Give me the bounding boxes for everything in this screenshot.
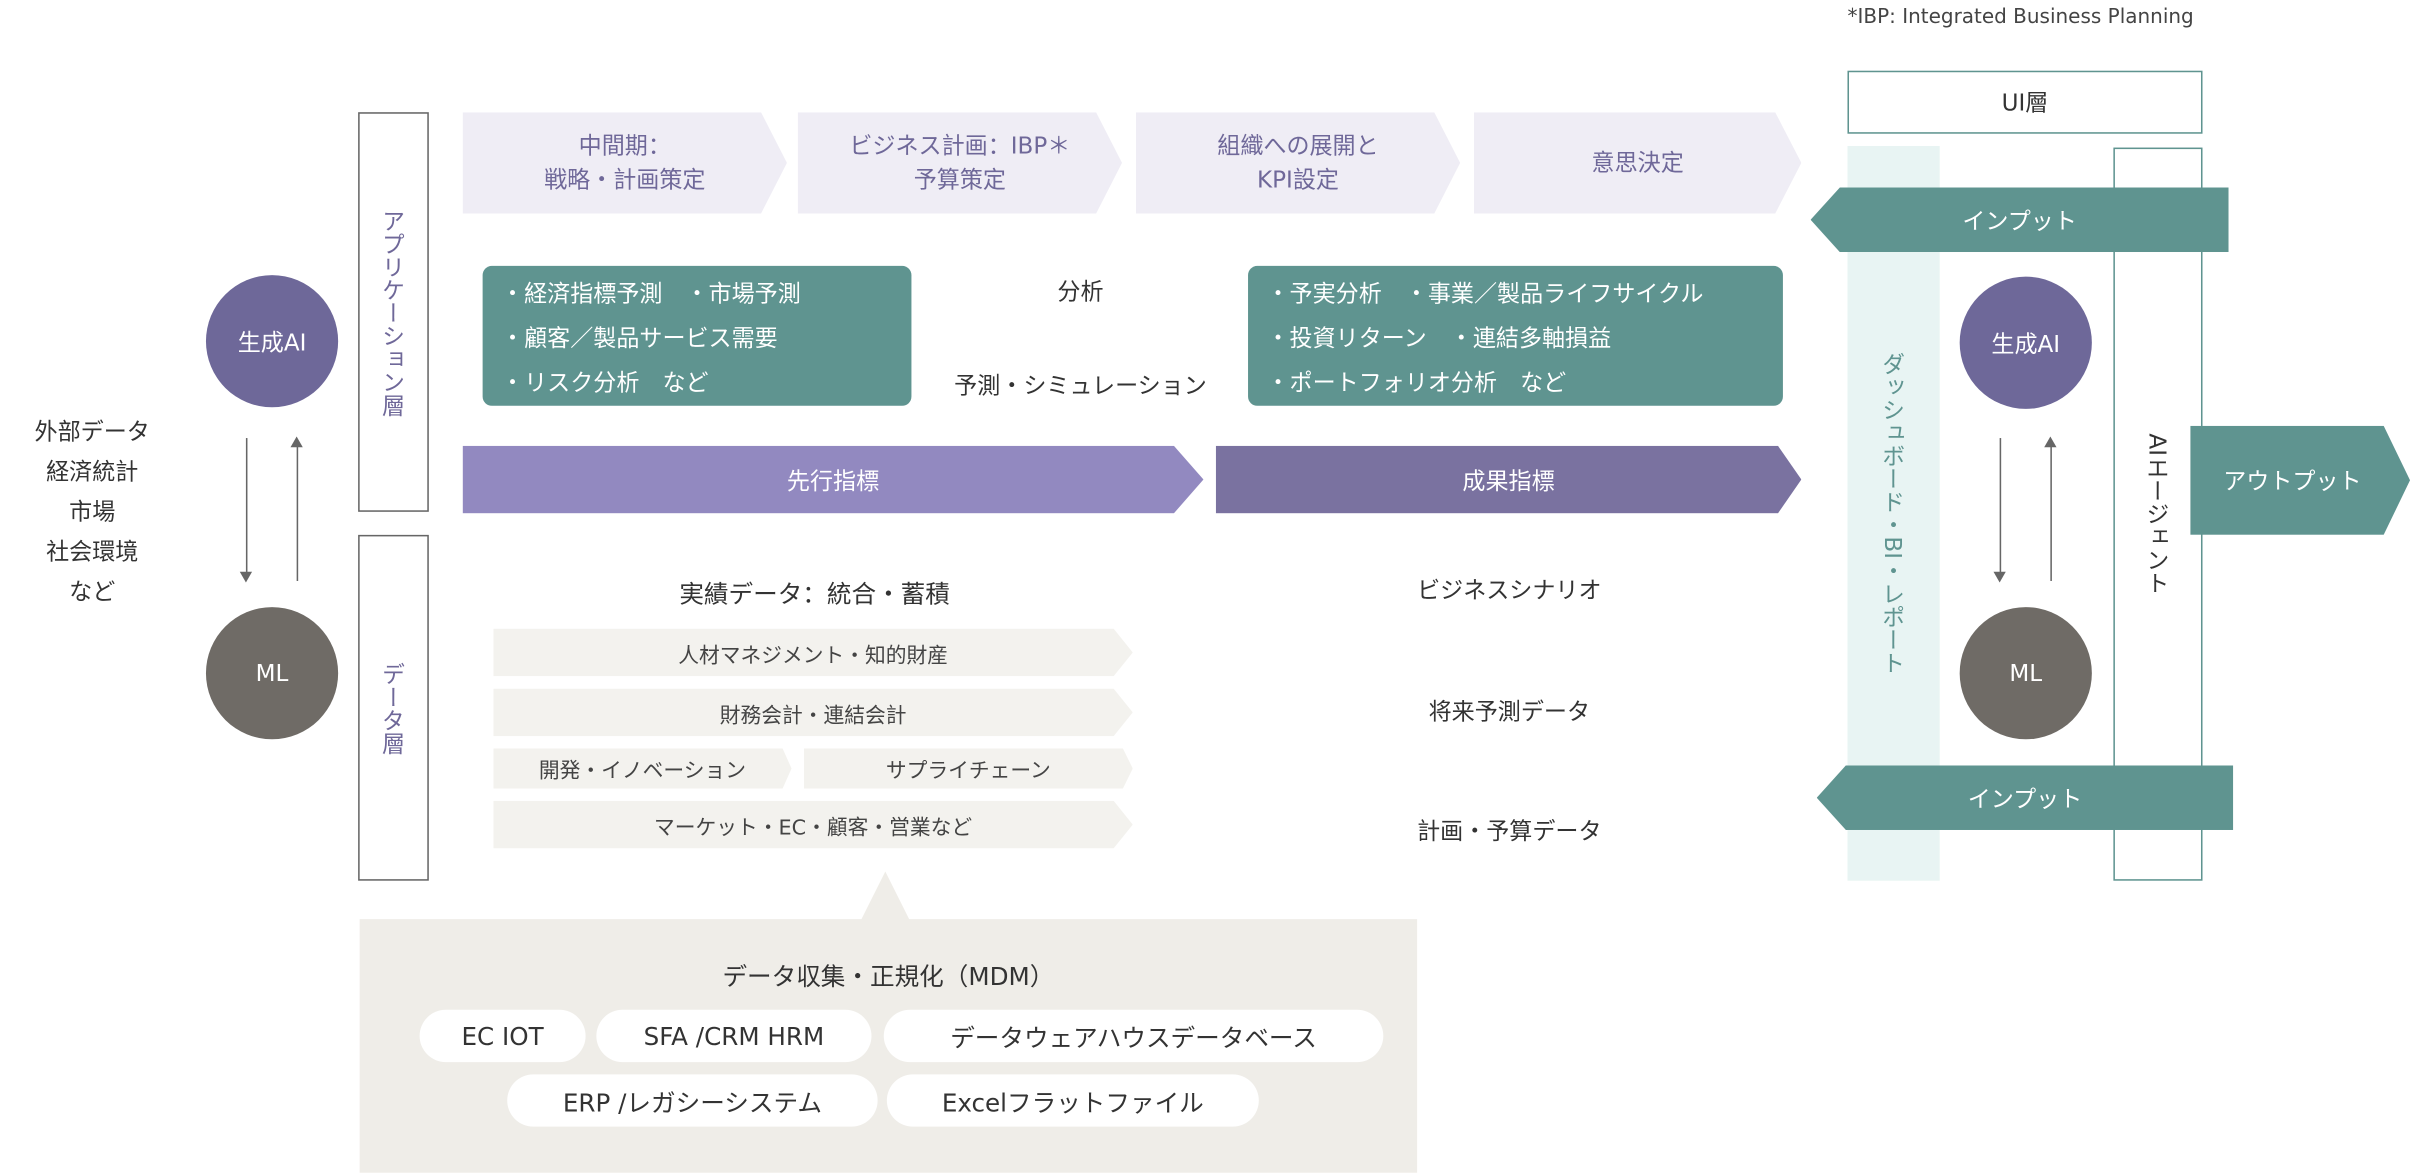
arrow-up-line bbox=[2050, 445, 2052, 581]
forecast-label: 予測・シミュレーション bbox=[954, 371, 1207, 400]
data-layer-label: データ層 bbox=[358, 534, 429, 881]
analysis-box-right: ・予実分析 ・事業／製品ライフサイクル ・投資リターン ・連結多軸損益 ・ポート… bbox=[1248, 265, 1783, 406]
ml-circle-right: ML bbox=[1959, 607, 2092, 740]
step-line: KPI設定 bbox=[1257, 165, 1339, 194]
step-line: ビジネス計画：IBP＊ bbox=[849, 132, 1071, 160]
footnote: *IBP: Integrated Business Planning bbox=[1847, 6, 2194, 30]
source-pill: EC IOT bbox=[419, 1009, 586, 1063]
result-indicator-arrow: 成果指標 bbox=[1215, 445, 1802, 514]
step-line: 戦略・計画策定 bbox=[544, 165, 706, 194]
future-label: 将来予測データ bbox=[1428, 697, 1591, 726]
external-line: など bbox=[69, 577, 116, 606]
actuals-row: サプライチェーン bbox=[803, 748, 1133, 789]
analysis-box-left: ・経済指標予測 ・市場予測 ・顧客／製品サービス需要 ・リスク分析 など bbox=[482, 265, 912, 406]
mdm-pointer bbox=[860, 871, 910, 921]
leading-indicator-arrow: 先行指標 bbox=[462, 445, 1204, 514]
analysis-item: ・顧客／製品サービス需要 bbox=[501, 324, 778, 352]
arrow-up-icon bbox=[290, 436, 303, 448]
process-step-decision: 意思決定 bbox=[1473, 112, 1802, 214]
source-pill: Excelフラットファイル bbox=[886, 1074, 1259, 1127]
process-step-midterm: 中間期： 戦略・計画策定 bbox=[462, 112, 787, 214]
input-arrow-bottom: インプット bbox=[1816, 765, 2234, 830]
source-pill: SFA /CRM HRM bbox=[596, 1009, 872, 1063]
step-line: 中間期： bbox=[578, 132, 671, 160]
process-step-kpi: 組織への展開と KPI設定 bbox=[1135, 112, 1461, 214]
genai-circle-left: 生成AI bbox=[205, 275, 339, 408]
arrow-up-line bbox=[296, 445, 299, 581]
analysis-item: ・予実分析 ・事業／製品ライフサイクル bbox=[1266, 279, 1704, 308]
step-line: 予算策定 bbox=[913, 165, 1006, 194]
analysis-item: ・リスク分析 など bbox=[501, 368, 709, 397]
external-data-list: 外部データ 経済統計 市場 社会環境 など bbox=[15, 412, 169, 612]
ui-layer-label: UI層 bbox=[1847, 70, 2203, 134]
external-line: 外部データ bbox=[34, 418, 150, 446]
app-layer-label: アプリケーション層 bbox=[358, 112, 429, 512]
arrow-down-icon bbox=[1993, 571, 2006, 583]
output-arrow: アウトプット bbox=[2190, 425, 2410, 535]
input-arrow-top: インプット bbox=[1810, 187, 2229, 253]
source-pill: データウェアハウスデータベース bbox=[883, 1009, 1384, 1063]
actuals-row: マーケット・EC・顧客・営業など bbox=[493, 800, 1133, 849]
process-step-ibp: ビジネス計画：IBP＊ 予算策定 bbox=[797, 112, 1123, 214]
arrow-down-line bbox=[1999, 438, 2002, 574]
genai-circle-right: 生成AI bbox=[1959, 276, 2092, 409]
arrow-down-icon bbox=[239, 571, 253, 583]
source-pill: ERP /レガシーシステム bbox=[507, 1074, 878, 1127]
analysis-item: ・ポートフォリオ分析 など bbox=[1266, 368, 1567, 397]
dashboard-bi-report: ダッシュボード・BI・レポート bbox=[1847, 146, 1940, 881]
arrow-down-line bbox=[245, 438, 248, 574]
future-label: 計画・予算データ bbox=[1417, 817, 1602, 846]
actuals-row: 開発・イノベーション bbox=[493, 748, 792, 789]
arrow-up-icon bbox=[2044, 436, 2057, 448]
step-line: 組織への展開と bbox=[1217, 132, 1379, 160]
actuals-row: 財務会計・連結会計 bbox=[493, 688, 1133, 737]
future-label: ビジネスシナリオ bbox=[1417, 576, 1602, 605]
ml-circle-left: ML bbox=[205, 607, 339, 740]
analysis-label: 分析 bbox=[1057, 278, 1104, 306]
analysis-item: ・経済指標予測 ・市場予測 bbox=[501, 279, 801, 308]
analysis-item: ・投資リターン ・連結多軸損益 bbox=[1266, 324, 1612, 352]
external-line: 社会環境 bbox=[46, 537, 139, 566]
mdm-title: データ収集・正規化（MDM） bbox=[722, 962, 1055, 992]
actuals-title: 実績データ：統合・蓄積 bbox=[679, 579, 950, 609]
actuals-row: 人材マネジメント・知的財産 bbox=[493, 628, 1133, 677]
external-line: 経済統計 bbox=[46, 458, 139, 486]
external-line: 市場 bbox=[69, 497, 116, 526]
